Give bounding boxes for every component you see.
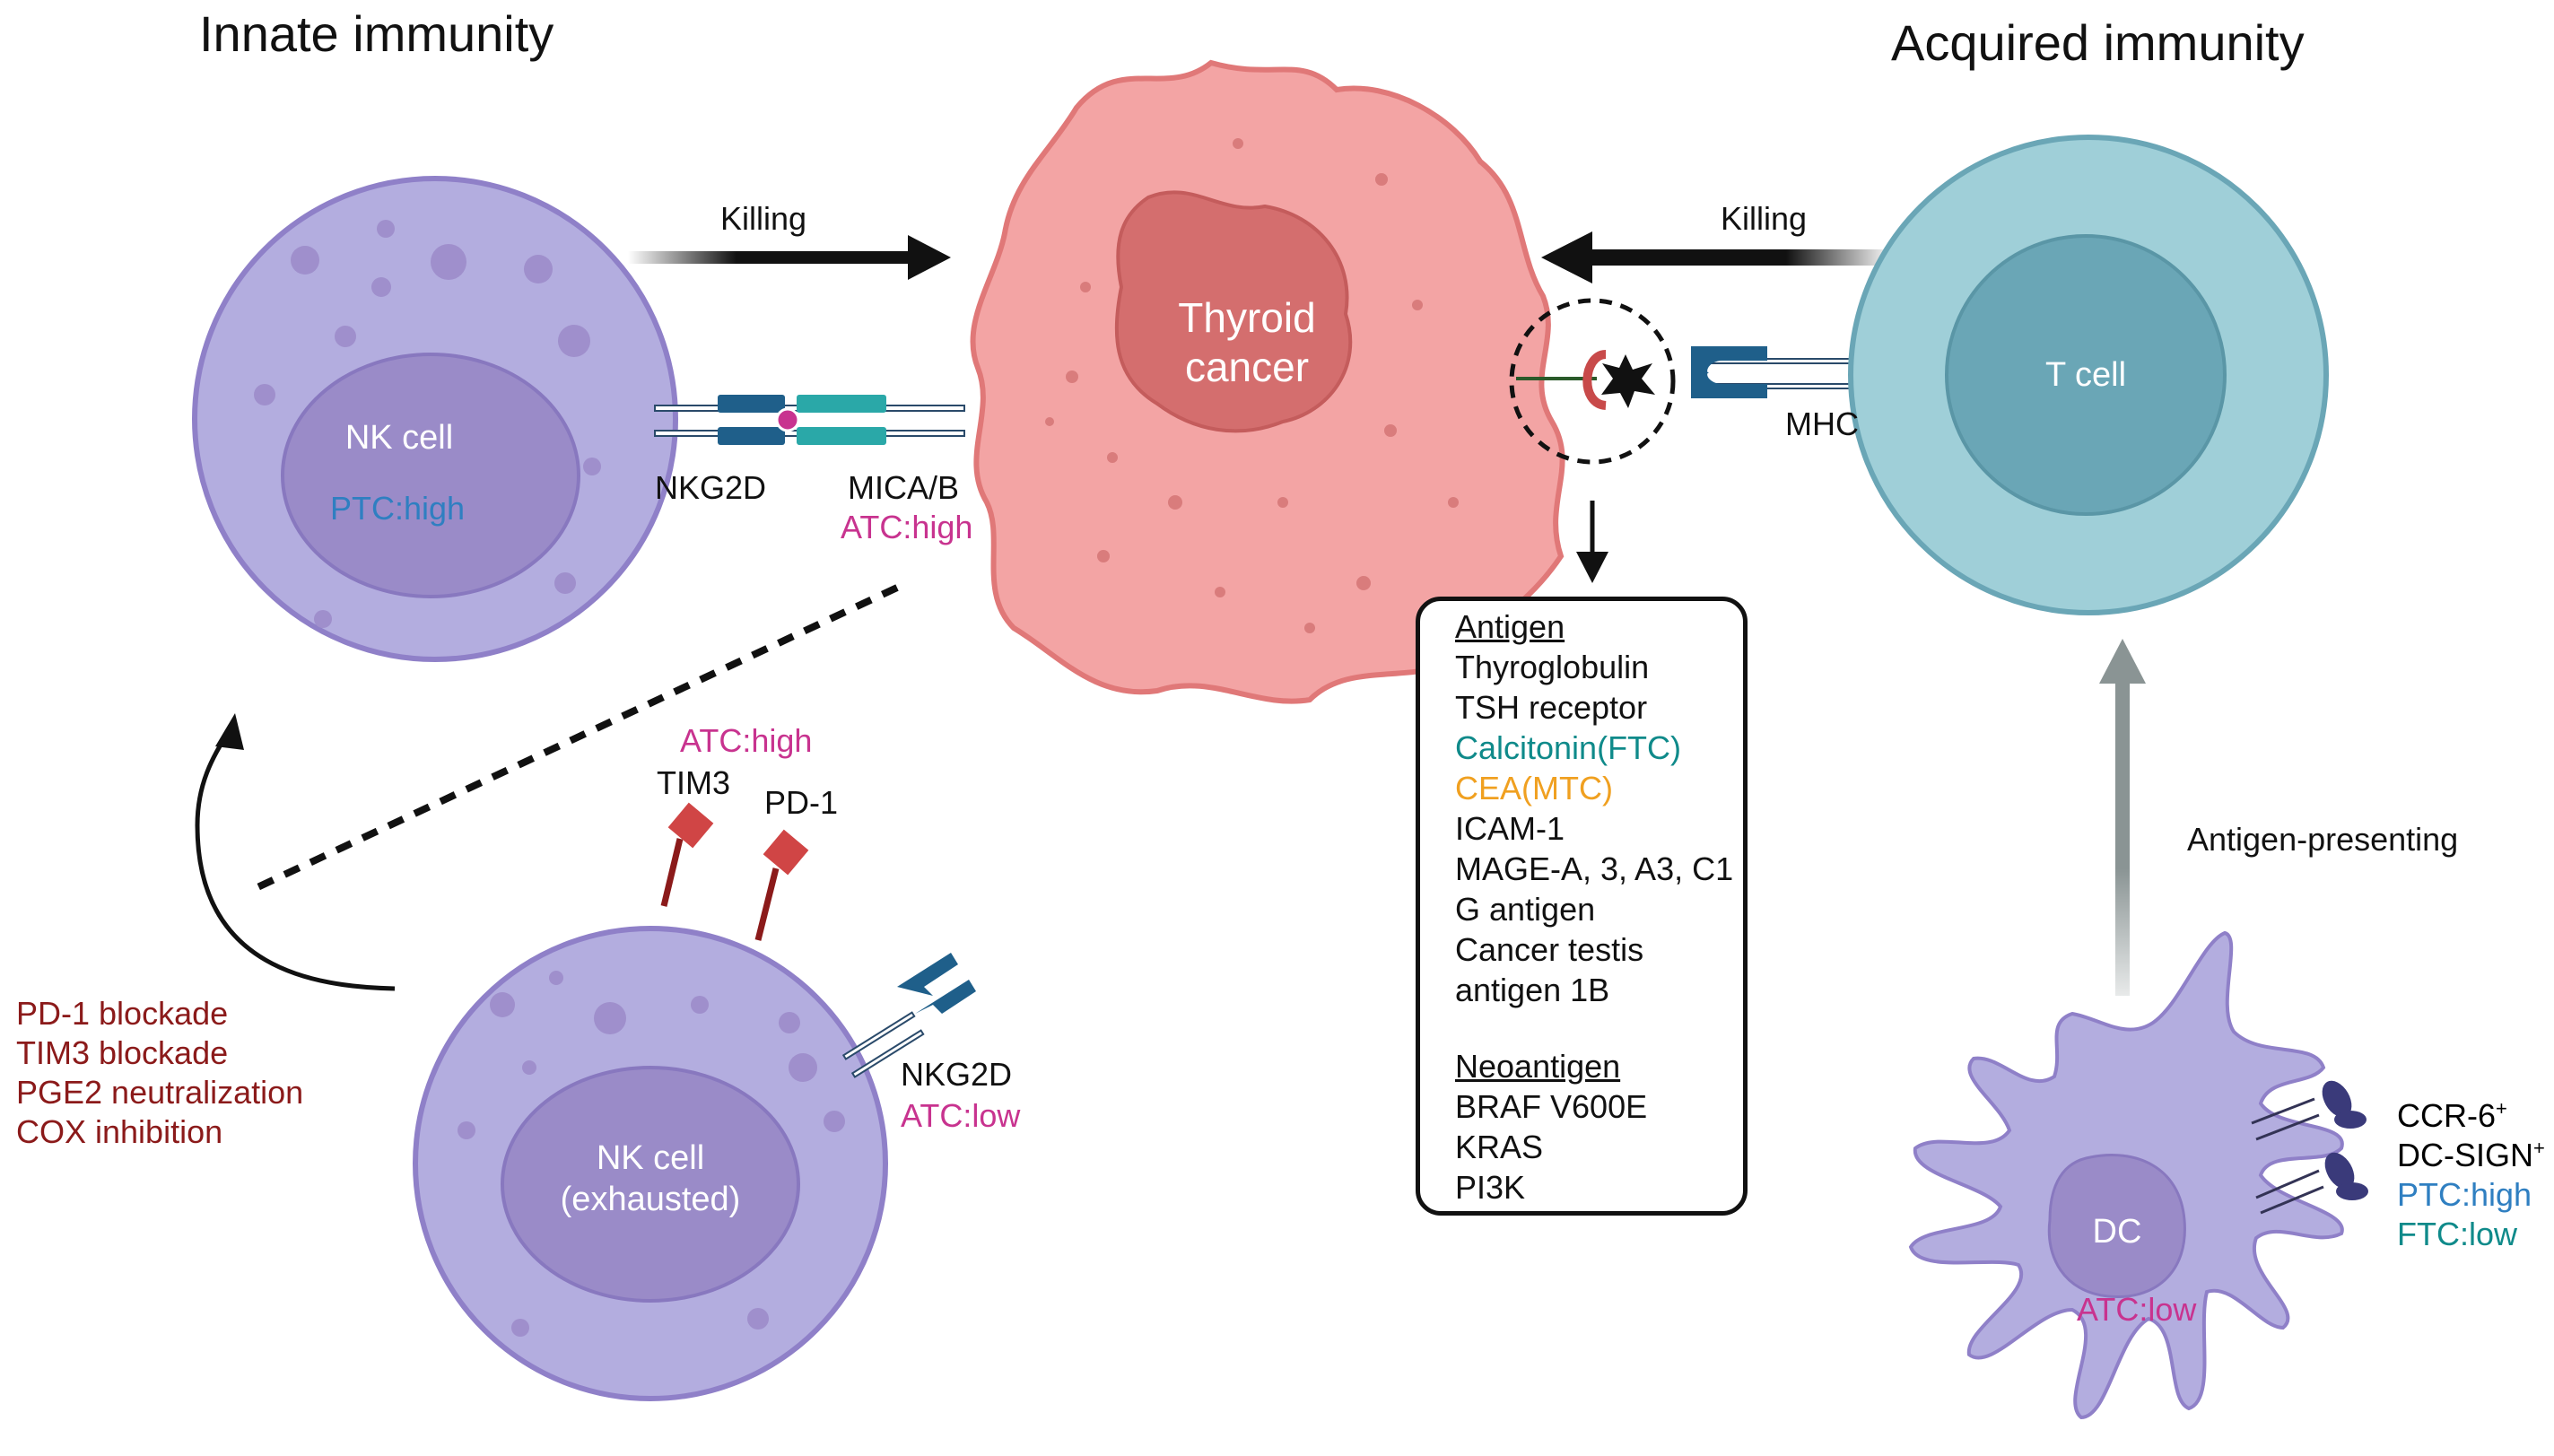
antigen-presentation-highlight — [1509, 298, 1676, 465]
neoantigen-heading: Neoantigen — [1455, 1048, 1621, 1085]
dcsign-marker: DC-SIGN+ — [2397, 1136, 2545, 1175]
neoantigen-items: BRAF V600E KRAS PI3K — [1455, 1086, 1647, 1208]
therapy-list: PD-1 blockade TIM3 blockade PGE2 neutral… — [16, 994, 303, 1152]
dcsign-text: DC-SIGN — [2397, 1137, 2533, 1173]
neoantigen-item: PI3K — [1455, 1169, 1526, 1206]
killing-label-left: Killing — [720, 200, 807, 237]
antigen-presenting-label: Antigen-presenting — [2187, 821, 2459, 858]
antigen-item: antigen 1B — [1455, 972, 1610, 1008]
antigen-item: Calcitonin(FTC) — [1455, 729, 1682, 766]
thyroid-cancer-line1: Thyroid — [1178, 294, 1316, 341]
thyroid-cancer-label: Thyroid cancer — [1121, 293, 1373, 392]
killing-label-right: Killing — [1721, 200, 1808, 237]
mica-b-label: MICA/B — [848, 469, 960, 506]
mica-b-level: ATC:high — [841, 509, 973, 545]
acquired-immunity-title: Acquired immunity — [1891, 14, 2305, 71]
nkg2d-label-top: NKG2D — [655, 469, 767, 506]
nkg2d-label-bottom: NKG2D — [901, 1056, 1013, 1093]
nk-cell-label: NK cell — [344, 419, 454, 457]
ccr6-sup: + — [2496, 1097, 2507, 1120]
antigen-item: Cancer testis — [1455, 931, 1644, 968]
therapy-item: TIM3 blockade — [16, 1034, 229, 1071]
antigen-item: TSH receptor — [1455, 689, 1648, 726]
antigen-item: CEA(MTC) — [1455, 770, 1613, 806]
thyroid-cancer-line2: cancer — [1184, 344, 1310, 391]
t-cell-label: T cell — [2044, 356, 2127, 394]
mhc-label: MHC — [1785, 405, 1859, 442]
antigen-item: G antigen — [1455, 891, 1596, 928]
tim3-label: TIM3 — [657, 764, 731, 801]
therapy-item: PD-1 blockade — [16, 995, 229, 1032]
checkpoint-level: ATC:high — [680, 722, 813, 759]
killing-arrow-left — [628, 235, 951, 280]
neoantigen-item: KRAS — [1455, 1129, 1544, 1165]
reactivation-arrow — [195, 713, 396, 991]
dc-level: ATC:low — [2077, 1291, 2197, 1328]
nk-cell-level: PTC:high — [330, 490, 466, 527]
nkg2d-mica-receptor — [654, 395, 965, 445]
antigen-heading: Antigen — [1455, 608, 1565, 645]
ptc-marker: PTC:high — [2397, 1176, 2532, 1213]
neoantigen-item: BRAF V600E — [1455, 1088, 1648, 1125]
antigen-item: MAGE-A, 3, A3, C1 — [1455, 850, 1734, 887]
dcsign-sup: + — [2533, 1137, 2545, 1159]
nk-cell — [192, 176, 678, 662]
therapy-item: PGE2 neutralization — [16, 1074, 304, 1111]
ccr6-marker: CCR-6+ — [2397, 1096, 2545, 1136]
innate-immunity-title: Innate immunity — [199, 5, 554, 62]
antigen-item: ICAM-1 — [1455, 810, 1565, 847]
nk-cell-exhausted — [413, 802, 976, 1401]
nk-exhausted-line2: (exhausted) — [560, 1181, 741, 1218]
nk-exhausted-label: NK cell (exhausted) — [529, 1138, 771, 1220]
antigen-presenting-arrow — [2099, 639, 2146, 996]
ccr6-text: CCR-6 — [2397, 1097, 2497, 1134]
dc-label: DC — [2092, 1213, 2142, 1251]
thyroid-cancer-cell — [970, 59, 1565, 704]
therapy-item: COX inhibition — [16, 1113, 223, 1150]
t-cell — [1848, 135, 2329, 615]
pd1-label: PD-1 — [764, 784, 839, 821]
arrow-to-antigen-box — [1576, 501, 1608, 583]
nk-exhausted-line1: NK cell — [596, 1139, 705, 1177]
nkg2d-bottom-level: ATC:low — [901, 1097, 1021, 1134]
antigen-box — [1416, 597, 1748, 1216]
ftc-marker: FTC:low — [2397, 1216, 2517, 1252]
dendritic-cell — [1908, 930, 2368, 1420]
neoantigen-list: Neoantigen BRAF V600E KRAS PI3K — [1455, 1046, 1647, 1208]
dc-markers: CCR-6+ DC-SIGN+ PTC:high FTC:low — [2397, 1096, 2545, 1254]
antigen-item: Thyroglobulin — [1455, 649, 1650, 685]
killing-arrow-right — [1541, 231, 1893, 283]
dashed-connector — [254, 584, 899, 892]
